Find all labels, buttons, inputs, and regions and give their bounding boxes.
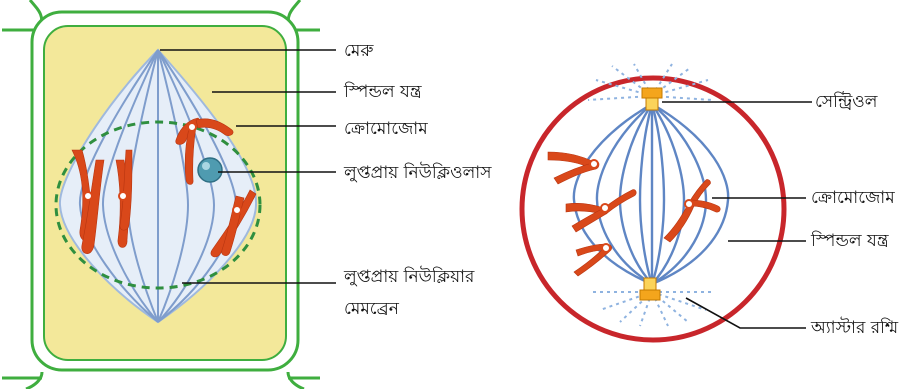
animal-cell: সেন্ট্রিওল ক্রোমোজোম স্পিন্ডল যন্ত্র অ্য… xyxy=(522,64,899,340)
label-pole: মেরু xyxy=(344,41,374,61)
label-centriole: সেন্ট্রিওল xyxy=(815,91,878,112)
label-nuclear-membrane-line1: লুপ্তপ্রায় নিউক্লিয়ার xyxy=(343,266,475,287)
plant-cell: মেরু স্পিন্ডল যন্ত্র ক্রোমোজোম লুপ্তপ্রা… xyxy=(2,0,492,389)
label-spindle: স্পিন্ডল যন্ত্র xyxy=(810,230,890,251)
label-chromosome: ক্রোমোজোম xyxy=(811,188,895,208)
label-chromosome: ক্রোমোজোম xyxy=(344,119,428,139)
label-spindle: স্পিন্ডল যন্ত্র xyxy=(343,81,423,102)
label-nucleolus: লুপ্তপ্রায় নিউক্লিওলাস xyxy=(343,162,492,183)
label-aster: অ্যাস্টার রশ্মি xyxy=(810,317,899,338)
nucleolus xyxy=(198,158,222,182)
label-nuclear-membrane-line2: মেমব্রেন xyxy=(344,299,400,319)
